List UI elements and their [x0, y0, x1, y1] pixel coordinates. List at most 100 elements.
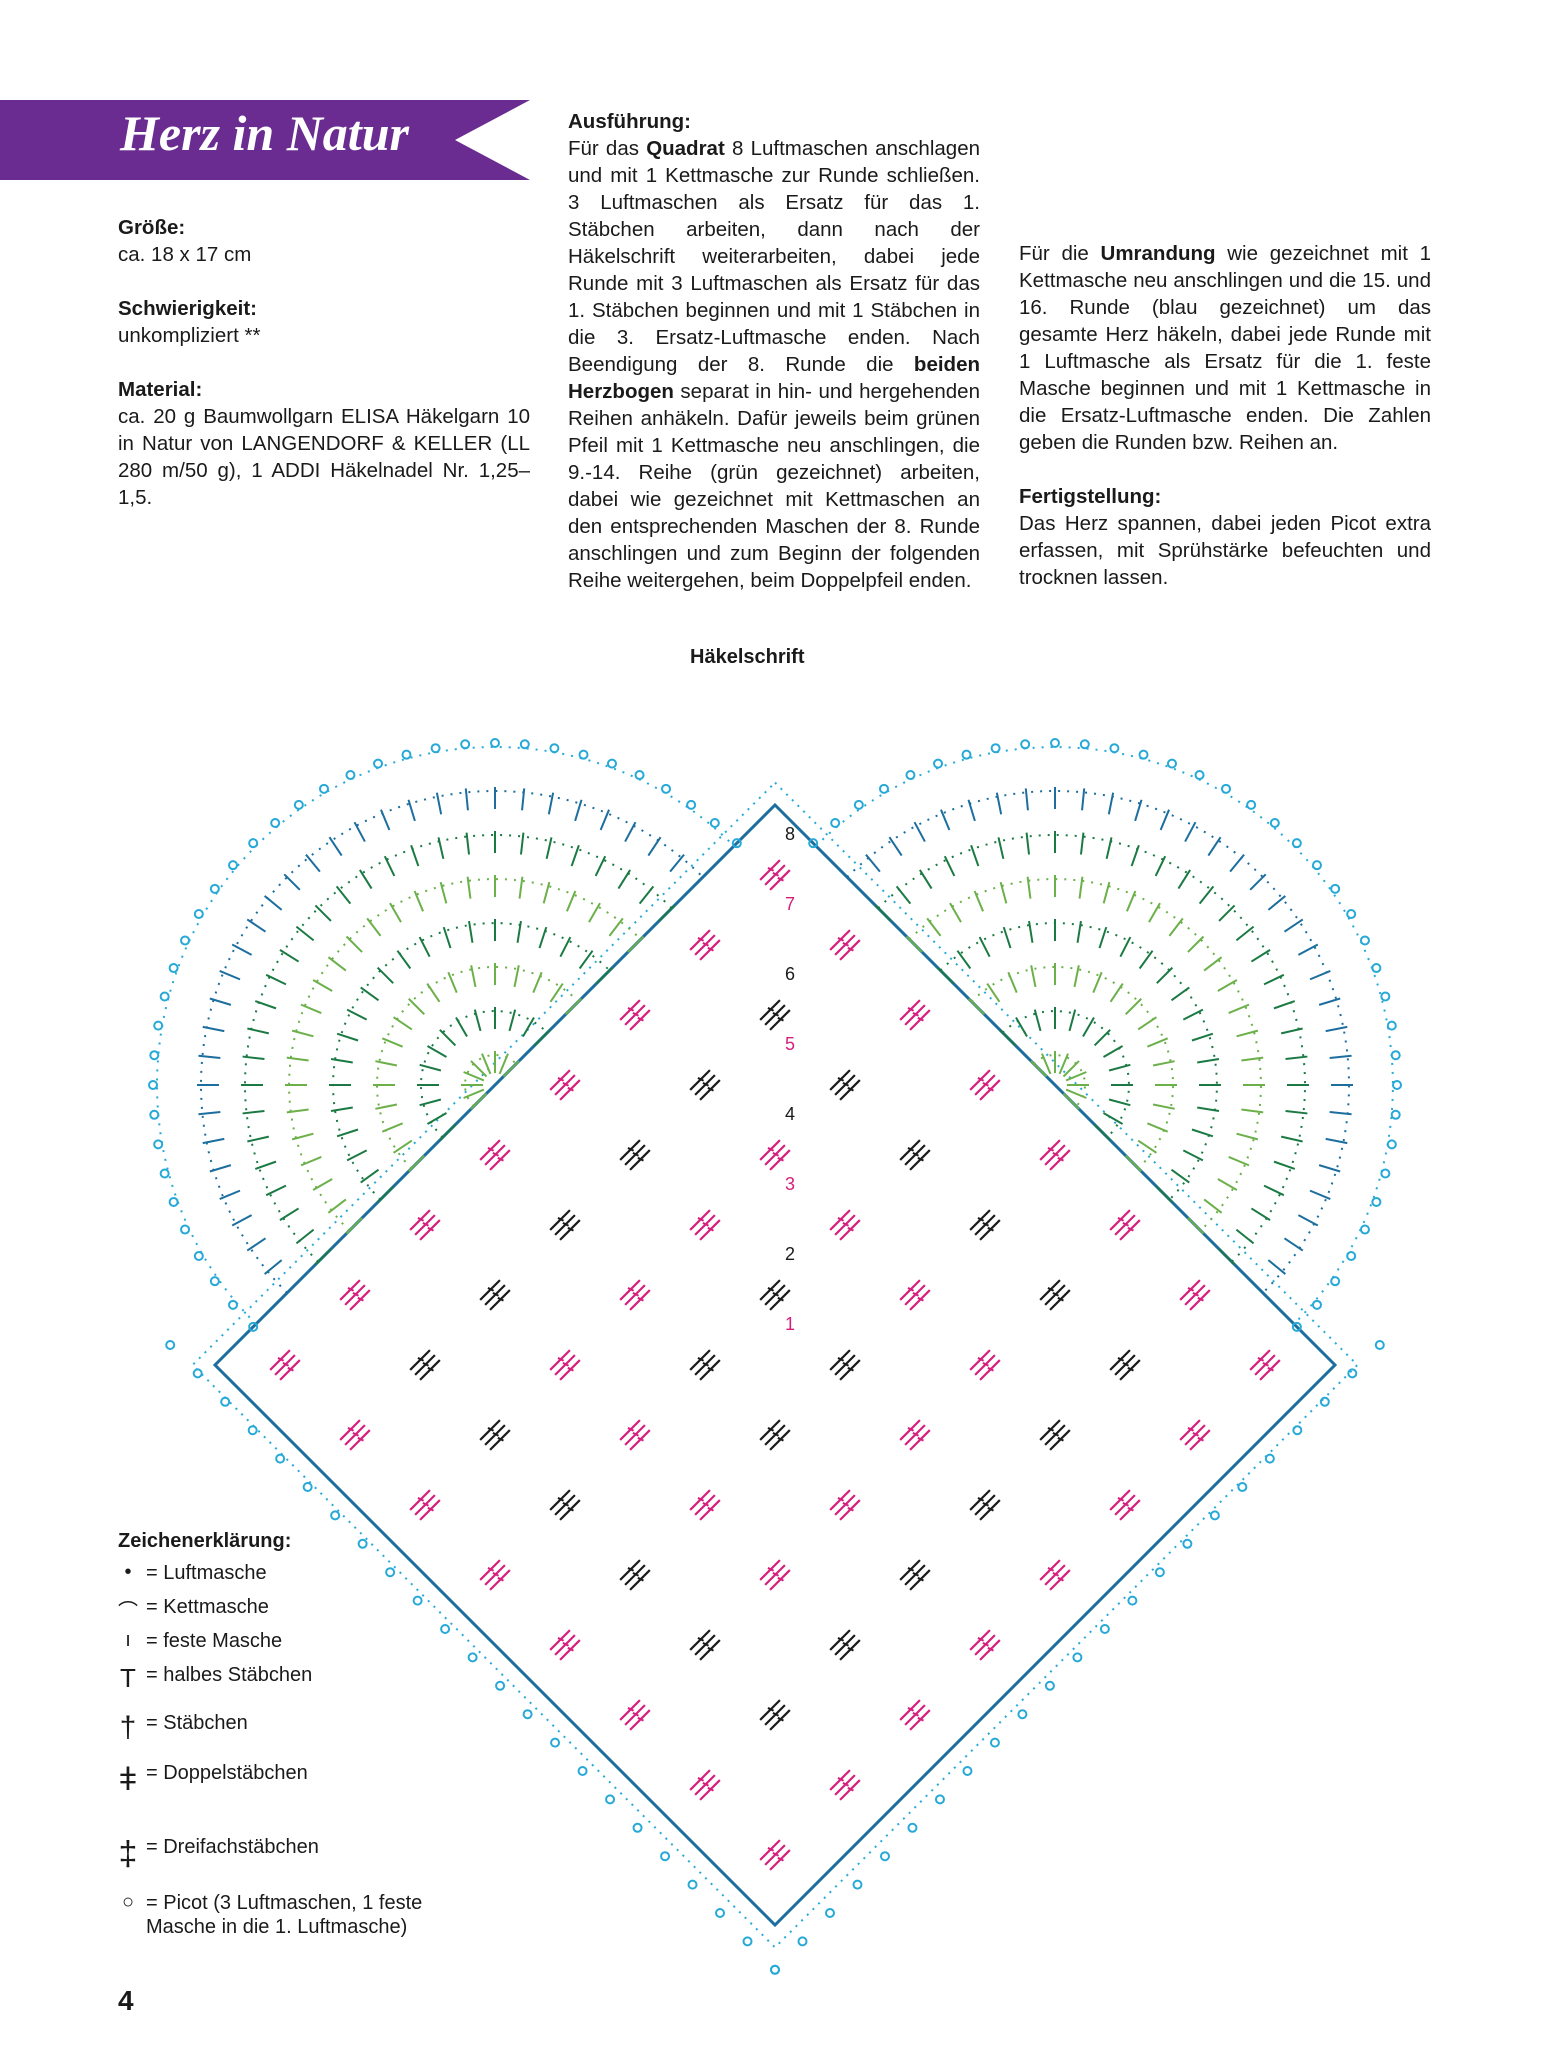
- picot: [149, 1081, 157, 1089]
- stitch-cluster: [758, 1558, 792, 1592]
- arc-stitch: [1120, 937, 1130, 957]
- arc-stitch: [1109, 1065, 1130, 1071]
- picot: [1348, 1369, 1356, 1377]
- arc-stitch: [296, 1230, 313, 1244]
- arc-stitch: [1171, 987, 1189, 1000]
- arc-stitch: [547, 837, 552, 858]
- stitch-cluster: [618, 1418, 652, 1452]
- arc-stitch: [1237, 1134, 1258, 1140]
- arc-stitch: [998, 837, 1003, 858]
- picot: [271, 819, 279, 827]
- arc-stitch: [375, 1061, 397, 1065]
- arc-stitch: [247, 1137, 268, 1142]
- arc-stitch: [1192, 1034, 1213, 1041]
- arc-stitch: [427, 1113, 446, 1124]
- arc-stitch: [659, 905, 675, 921]
- picot: [229, 861, 237, 869]
- picot: [634, 1824, 642, 1832]
- picot: [1271, 819, 1279, 827]
- arc-stitch: [920, 870, 932, 889]
- picot: [1388, 1140, 1396, 1148]
- arc-stitch: [1000, 1030, 1016, 1046]
- arc-stitch: [1236, 927, 1253, 941]
- arc-stitch: [609, 918, 622, 935]
- picot: [963, 1767, 971, 1775]
- arc-stitch: [247, 1238, 265, 1250]
- arc-stitch: [1126, 1156, 1142, 1172]
- picot: [249, 1426, 257, 1434]
- stitch-cluster: [688, 1768, 722, 1802]
- arc-stitch: [1319, 998, 1340, 1004]
- arc-stitch: [971, 845, 978, 866]
- stitch-cluster: [758, 1138, 792, 1172]
- arc-stitch: [1264, 975, 1284, 985]
- arc-stitch: [596, 856, 606, 876]
- arc-stitch: [889, 837, 901, 855]
- arc-stitch: [1127, 891, 1135, 911]
- arc-stitch: [1178, 870, 1190, 889]
- picot: [1128, 1597, 1136, 1605]
- round-number-label: 4: [785, 1104, 795, 1124]
- picot: [150, 1051, 158, 1059]
- picot: [432, 744, 440, 752]
- arc-stitch: [280, 950, 299, 962]
- stitch-cluster: [618, 1278, 652, 1312]
- picot: [161, 1170, 169, 1178]
- arc-stitch: [381, 810, 389, 830]
- picot: [908, 1824, 916, 1832]
- stitch-cluster: [828, 1068, 862, 1102]
- stitch-cluster: [548, 1068, 582, 1102]
- stitch-cluster: [618, 998, 652, 1032]
- arc-stitch: [266, 1186, 286, 1196]
- single-crochet-icon: ı: [118, 1629, 138, 1652]
- double-treble-crochet-icon: ‡: [118, 1835, 138, 1874]
- picot: [195, 910, 203, 918]
- arc-stitch: [475, 1010, 481, 1031]
- arc-stitch: [1078, 921, 1081, 943]
- arc-stitch: [521, 833, 523, 855]
- arc-stitch: [409, 1156, 425, 1172]
- arc-stitch: [347, 1010, 367, 1020]
- picot: [853, 1881, 861, 1889]
- arc-stitch: [625, 822, 635, 841]
- arc-stitch: [329, 837, 341, 855]
- picot: [1392, 1051, 1400, 1059]
- arc-stitch: [456, 1017, 467, 1036]
- picot: [1293, 839, 1301, 847]
- stitch-cluster: [828, 1488, 862, 1522]
- picot: [304, 1483, 312, 1491]
- picot: [771, 1966, 779, 1974]
- arc-stitch: [1183, 1150, 1203, 1160]
- picot: [170, 964, 178, 972]
- picot: [934, 760, 942, 768]
- arc-stitch: [560, 937, 570, 957]
- legend-item: T= halbes Stäbchen: [118, 1663, 291, 1711]
- arc-stitch: [315, 1249, 331, 1265]
- arc-stitch: [1230, 855, 1244, 872]
- round-number-label: 2: [785, 1244, 795, 1264]
- arc-stitch: [397, 951, 410, 969]
- stitch-cluster: [1108, 1348, 1142, 1382]
- picot: [1101, 1625, 1109, 1633]
- picot: [1046, 1682, 1054, 1690]
- stitch-cluster: [548, 1628, 582, 1662]
- picot: [461, 740, 469, 748]
- legend-item: ı= feste Masche: [118, 1629, 291, 1663]
- picot: [1018, 1710, 1026, 1718]
- arc-stitch: [361, 1170, 379, 1183]
- arc-stitch: [544, 882, 550, 903]
- double-crochet-icon: †: [118, 1711, 138, 1745]
- round-number-label: 5: [785, 1034, 795, 1054]
- arc-stitch: [438, 837, 443, 858]
- arc-stitch: [566, 999, 582, 1015]
- arc-stitch: [690, 874, 706, 890]
- round-number-label: 1: [785, 1314, 795, 1334]
- picot: [1392, 1111, 1400, 1119]
- arc-stitch: [1016, 1017, 1027, 1036]
- arc-stitch: [471, 965, 475, 987]
- arc-stitch: [957, 951, 970, 969]
- picot: [1347, 1252, 1355, 1260]
- arc-stitch: [361, 987, 379, 1000]
- arc-stitch: [1029, 921, 1032, 943]
- arc-stitch: [968, 800, 974, 821]
